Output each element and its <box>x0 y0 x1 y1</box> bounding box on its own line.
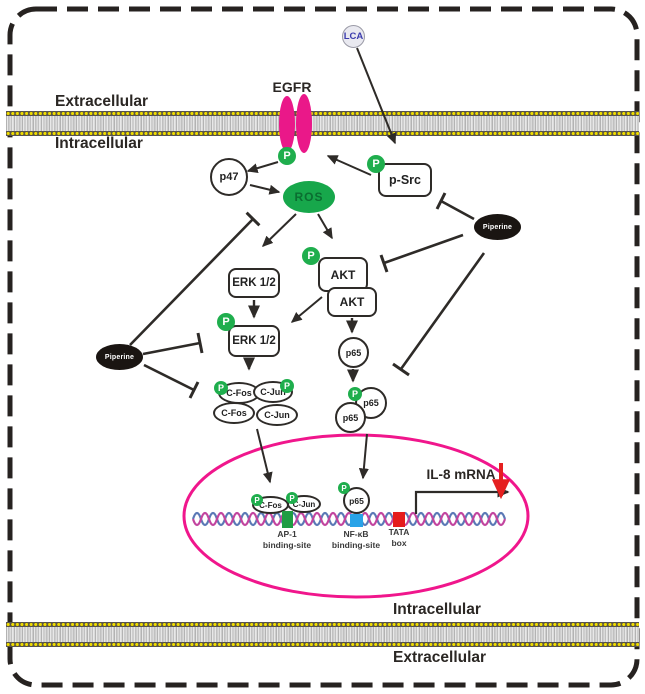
phosphate-badge-akt: P <box>302 247 320 265</box>
tata-box-marker <box>393 512 405 527</box>
tata-suffix: box <box>391 537 407 548</box>
piperine-inhibitor-right: Piperine <box>474 214 521 240</box>
arrow-egfr-to-p47 <box>246 161 279 174</box>
inhibit-piperine-to-akt-cap <box>379 254 389 273</box>
inhibit-piperine-to-ros-cap <box>245 211 261 227</box>
extracellular-label-bottom: Extracellular <box>393 649 487 666</box>
arrow-ros-to-erk <box>261 213 297 247</box>
phosphate-badge-psrc: P <box>367 155 385 173</box>
lipid-tails-band <box>6 116 639 131</box>
ap1-name: AP-1 <box>277 529 297 539</box>
arrow-p47-to-ros <box>249 184 281 195</box>
egfr-receptor-left-lobe-icon <box>279 96 295 152</box>
arrow-p65-to-nucleus <box>358 433 369 480</box>
inhibit-piperine-to-ap1-line <box>143 363 195 392</box>
arrow-ap1-to-nucleus <box>256 428 273 484</box>
ros-node: ROS <box>283 181 335 213</box>
phosphate-badge-nuclear-cjun: P <box>286 492 298 504</box>
plasma-membrane-top <box>6 111 639 136</box>
phosphate-badge-cjun: P <box>280 379 294 393</box>
arrow-ros-to-akt <box>317 213 333 240</box>
ap1-binding-site-label: AP-1 binding-site <box>252 529 322 550</box>
tata-box-label: TATA box <box>374 527 424 548</box>
plasma-membrane-bottom <box>6 622 639 647</box>
inhibit-piperine-to-p65-line <box>399 252 486 370</box>
c-jun-node: C-Jun <box>256 404 298 426</box>
arrow-psrc-to-egfr <box>326 155 372 176</box>
p47-node: p47 <box>210 158 248 196</box>
egfr-label: EGFR <box>272 79 312 95</box>
akt-node: AKT <box>327 287 377 317</box>
p-src-node: p-Src <box>378 163 432 197</box>
inhibit-piperine-to-akt-line <box>383 233 464 265</box>
lipid-heads-row <box>6 131 639 136</box>
lca-ligand: LCA <box>342 25 365 48</box>
inhibit-piperine-to-erk-line <box>142 341 201 356</box>
dna-strand-magenta <box>191 511 507 527</box>
inhibit-piperine-to-psrc-line <box>440 199 475 221</box>
phosphate-badge-nuclear-p65: P <box>338 482 350 494</box>
inhibit-piperine-to-p65-cap <box>392 362 410 377</box>
inhibit-piperine-to-erk-cap <box>196 332 204 354</box>
ap1-binding-site-marker <box>282 511 293 528</box>
egfr-receptor-right-lobe-icon <box>296 94 312 153</box>
intracellular-label-top: Intracellular <box>55 135 143 152</box>
lipid-heads-row <box>6 642 639 647</box>
erk-node: ERK 1/2 <box>228 268 280 298</box>
extracellular-label-top: Extracellular <box>55 93 149 110</box>
phospho-erk-node: ERK 1/2 <box>228 325 280 357</box>
lipid-tails-band <box>6 627 639 642</box>
intracellular-label-bottom: Intracellular <box>393 601 481 618</box>
phosphate-badge-egfr: P <box>278 147 296 165</box>
c-fos-node: C-Fos <box>213 402 255 424</box>
nfkb-binding-site-marker <box>350 514 363 527</box>
piperine-inhibitor-left: Piperine <box>96 344 143 370</box>
inhibit-piperine-to-ap1-cap <box>188 381 200 399</box>
ap1-suffix: binding-site <box>262 539 312 550</box>
arrow-akt-to-phospho-erk <box>290 296 323 323</box>
inhibit-piperine-to-psrc-cap <box>435 192 447 210</box>
arrow-transcription-il8 <box>414 486 510 514</box>
phosphate-badge-p65-dimer: P <box>348 387 362 401</box>
tata-name: TATA <box>388 527 410 537</box>
phosphate-badge-erk: P <box>217 313 235 331</box>
phosphate-badge-nuclear-cfos: P <box>251 494 263 506</box>
phosphate-badge-cfos: P <box>214 381 228 395</box>
p65-node: p65 <box>338 337 369 368</box>
p65-dimer-bottom: p65 <box>335 402 366 433</box>
dna-strand-blue <box>191 511 507 527</box>
il8-mrna-label: IL-8 mRNA <box>426 467 496 482</box>
